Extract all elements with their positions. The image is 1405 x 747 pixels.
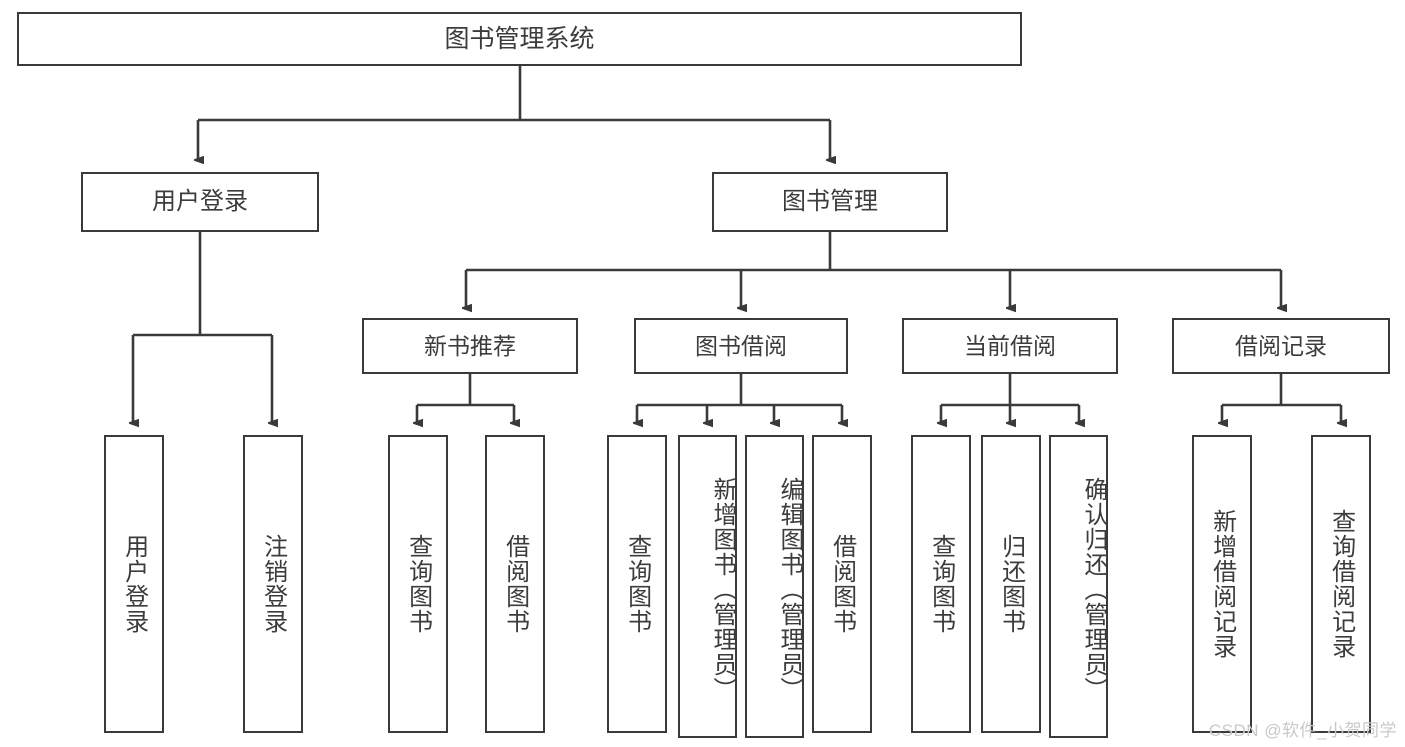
node-label: 用户登录 <box>120 534 148 634</box>
leaf-current-confirm-return-admin[interactable]: 确认归还（管理员） <box>1049 435 1108 738</box>
node-label: 图书借阅 <box>695 332 787 359</box>
watermark: CSDN @软件_小贺同学 <box>1208 721 1397 740</box>
node-label: 注销登录 <box>259 534 287 634</box>
node-book-borrow[interactable]: 图书借阅 <box>634 318 848 374</box>
leaf-record-query-record[interactable]: 查询借阅记录 <box>1311 435 1371 733</box>
node-borrow-record[interactable]: 借阅记录 <box>1172 318 1390 374</box>
leaf-user-login-signin[interactable]: 用户登录 <box>104 435 164 733</box>
node-label: 借阅记录 <box>1235 332 1327 359</box>
leaf-borrow-edit-book-admin[interactable]: 编辑图书（管理员） <box>745 435 804 738</box>
node-user-login[interactable]: 用户登录 <box>81 172 319 232</box>
node-label: 新书推荐 <box>424 332 516 359</box>
leaf-record-add-record[interactable]: 新增借阅记录 <box>1192 435 1252 733</box>
node-label: 新增图书（管理员） <box>709 477 736 702</box>
node-book-management[interactable]: 图书管理 <box>712 172 948 232</box>
node-label: 借阅图书 <box>828 534 856 634</box>
node-label: 当前借阅 <box>964 332 1056 359</box>
node-label: 归还图书 <box>997 534 1025 634</box>
node-root-system[interactable]: 图书管理系统 <box>17 12 1022 66</box>
node-new-book-recommend[interactable]: 新书推荐 <box>362 318 578 374</box>
leaf-current-return-book[interactable]: 归还图书 <box>981 435 1041 733</box>
leaf-recommend-borrow-book[interactable]: 借阅图书 <box>485 435 545 733</box>
node-label: 查询图书 <box>404 534 432 634</box>
leaf-recommend-query-book[interactable]: 查询图书 <box>388 435 448 733</box>
node-label: 确认归还（管理员） <box>1080 477 1107 702</box>
leaf-borrow-query-book[interactable]: 查询图书 <box>607 435 667 733</box>
node-current-borrow[interactable]: 当前借阅 <box>902 318 1118 374</box>
node-label: 用户登录 <box>152 188 248 215</box>
leaf-borrow-add-book-admin[interactable]: 新增图书（管理员） <box>678 435 737 738</box>
node-label: 图书管理系统 <box>444 24 595 53</box>
node-label: 查询借阅记录 <box>1327 509 1355 659</box>
node-label: 图书管理 <box>782 188 878 215</box>
leaf-current-query-book[interactable]: 查询图书 <box>911 435 971 733</box>
leaf-user-login-signout[interactable]: 注销登录 <box>243 435 303 733</box>
node-label: 查询图书 <box>927 534 955 634</box>
node-label: 查询图书 <box>623 534 651 634</box>
node-label: 新增借阅记录 <box>1208 509 1236 659</box>
node-label: 编辑图书（管理员） <box>776 477 803 702</box>
leaf-borrow-borrow-book[interactable]: 借阅图书 <box>812 435 872 733</box>
node-label: 借阅图书 <box>501 534 529 634</box>
